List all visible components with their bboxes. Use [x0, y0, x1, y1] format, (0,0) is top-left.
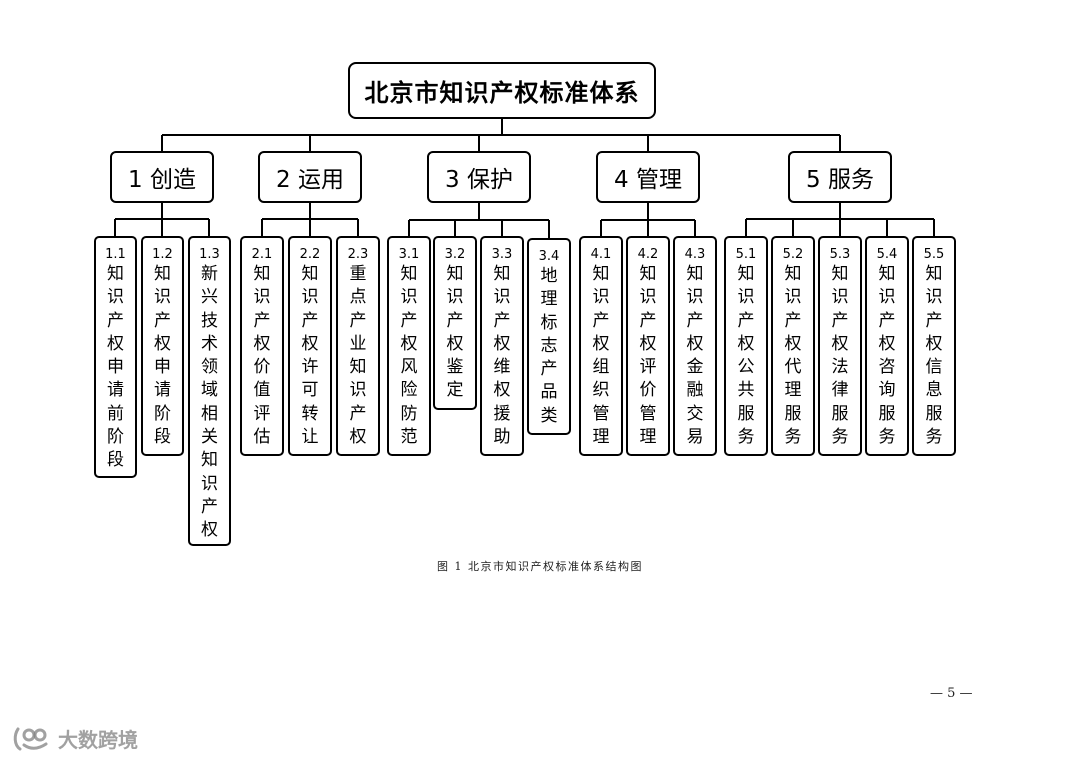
leaf-node: 2.2 知识产权许可转让	[288, 236, 332, 456]
category-label: 5 服务	[806, 167, 874, 193]
category-service: 5 服务	[788, 151, 892, 203]
category-manage: 4 管理	[596, 151, 700, 203]
leaf-number: 5.5	[923, 247, 945, 262]
leaf-number: 5.4	[876, 247, 898, 262]
figure-caption: 图 1 北京市知识产权标准体系结构图	[437, 560, 643, 573]
leaf-number: 5.3	[829, 247, 851, 262]
leaf-number: 3.2	[444, 247, 466, 262]
category-label: 1 创造	[128, 167, 196, 193]
leaf-number: 4.3	[684, 247, 706, 262]
leaf-node: 3.1 知识产权风险防范	[387, 236, 431, 456]
leaf-node: 5.3 知识产权法律服务	[818, 236, 862, 456]
leaf-number: 5.1	[735, 247, 757, 262]
leaf-label: 知识产权代理服务	[784, 264, 802, 448]
root-label: 北京市知识产权标准体系	[364, 79, 640, 107]
leaf-number: 2.2	[299, 247, 321, 262]
leaf-number: 1.1	[105, 247, 126, 262]
leaf-label: 地理标志产品类	[540, 266, 558, 426]
leaf-node: 5.1 知识产权公共服务	[724, 236, 768, 456]
leaf-label: 知识产权组织管理	[592, 264, 610, 448]
leaf-node: 1.2 知识产权申请阶段	[141, 236, 184, 456]
leaf-label: 重点产业知识产权	[349, 264, 367, 448]
leaf-node: 4.1 知识产权组织管理	[579, 236, 623, 456]
root-node: 北京市知识产权标准体系	[348, 62, 656, 119]
leaf-number: 1.3	[199, 247, 220, 262]
leaf-node: 5.4 知识产权咨询服务	[865, 236, 909, 456]
leaf-number: 4.2	[637, 247, 659, 262]
leaf-node: 1.1 知识产权申请前阶段	[94, 236, 137, 478]
category-use: 2 运用	[258, 151, 362, 203]
category-label: 2 运用	[276, 167, 344, 193]
leaf-node: 4.2 知识产权评价管理	[626, 236, 670, 456]
leaf-label: 知识产权鉴定	[446, 264, 464, 401]
leaf-label: 知识产权申请前阶段	[107, 264, 124, 471]
watermark: 大数跨境	[12, 724, 138, 753]
leaf-number: 3.1	[398, 247, 420, 262]
leaf-label: 知识产权评价管理	[639, 264, 657, 448]
watermark-text: 大数跨境	[58, 728, 138, 752]
leaf-label: 知识产权风险防范	[400, 264, 418, 448]
watermark-logo-icon	[13, 727, 48, 750]
leaf-node: 1.3 新兴技术领域相关知识产权	[188, 236, 231, 546]
leaf-node: 2.3 重点产业知识产权	[336, 236, 380, 456]
leaf-label: 知识产权维权援助	[493, 264, 511, 448]
leaf-node: 3.4 地理标志产品类	[527, 238, 571, 435]
leaf-number: 2.3	[347, 247, 369, 262]
leaf-node: 5.2 知识产权代理服务	[771, 236, 815, 456]
leaf-number: 5.2	[782, 247, 804, 262]
page-number: — 5 —	[930, 686, 973, 701]
leaf-number: 2.1	[251, 247, 273, 262]
leaf-node: 5.5 知识产权信息服务	[912, 236, 956, 456]
leaf-number: 3.3	[491, 247, 513, 262]
category-label: 4 管理	[614, 167, 682, 193]
leaf-number: 1.2	[152, 247, 173, 262]
leaf-label: 新兴技术领域相关知识产权	[201, 264, 218, 541]
category-create: 1 创造	[110, 151, 214, 203]
leaf-label: 知识产权金融交易	[686, 264, 704, 448]
leaf-label: 知识产权许可转让	[301, 264, 319, 448]
category-label: 3 保护	[445, 167, 513, 193]
leaf-label: 知识产权法律服务	[831, 264, 849, 448]
leaf-number: 4.1	[590, 247, 612, 262]
leaf-label: 知识产权公共服务	[737, 264, 755, 448]
leaf-number: 3.4	[538, 249, 560, 264]
leaf-node: 3.2 知识产权鉴定	[433, 236, 477, 410]
leaf-node: 2.1 知识产权价值评估	[240, 236, 284, 456]
leaf-label: 知识产权价值评估	[253, 264, 271, 448]
leaf-label: 知识产权信息服务	[925, 264, 943, 448]
leaf-label: 知识产权咨询服务	[878, 264, 896, 448]
category-protect: 3 保护	[427, 151, 531, 203]
leaf-label: 知识产权申请阶段	[154, 264, 171, 448]
leaf-node: 3.3 知识产权维权援助	[480, 236, 524, 456]
leaf-node: 4.3 知识产权金融交易	[673, 236, 717, 456]
